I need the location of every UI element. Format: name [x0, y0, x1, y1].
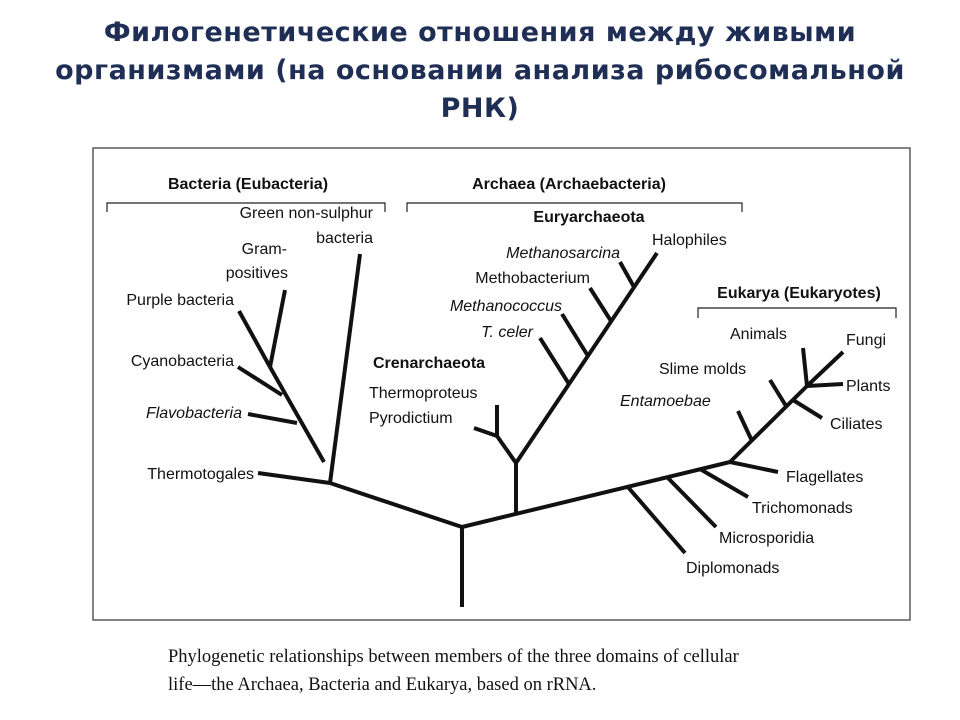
archaea-eukarya-branch	[461, 460, 731, 529]
branch-inner	[268, 366, 326, 463]
branch-entamoebae	[736, 410, 754, 442]
figure-caption: Phylogenetic relationships between membe…	[168, 643, 908, 699]
branch-gram-positives	[268, 289, 287, 368]
group-label-crenarchaeota: Crenarchaeota	[373, 355, 485, 372]
taxon-label: Cyanobacteria	[131, 353, 234, 370]
bacteria-main-branch	[329, 481, 463, 529]
branch-plants	[806, 382, 844, 388]
taxon-label: Fungi	[846, 332, 886, 349]
bacteria-stem	[328, 253, 362, 484]
branch-purple-bacteria	[237, 310, 272, 368]
taxon-label: Thermotogales	[147, 466, 254, 483]
slide-title: Филогенетические отношения между живыми …	[0, 14, 960, 128]
taxon-label: bacteria	[316, 230, 373, 247]
taxon-label: Animals	[730, 326, 787, 343]
branch-flavobacteria	[247, 412, 298, 425]
slide-title-line: организмами (на основании анализа рибосо…	[55, 55, 905, 86]
taxon-label: Diplomonads	[686, 560, 779, 577]
eukarya-bracket	[697, 307, 897, 318]
taxon-label: Entamoebae	[620, 393, 711, 410]
branch-animals	[801, 347, 809, 387]
taxon-label: Green non-sulphur	[240, 205, 374, 222]
taxon-label: Methanosarcina	[506, 245, 620, 262]
taxon-label: Thermoproteus	[369, 385, 478, 402]
branch-ciliates	[791, 398, 824, 420]
group-brackets	[106, 202, 897, 318]
branch-slime-molds	[768, 378, 788, 408]
group-label-bacteria: Bacteria (Eubacteria)	[168, 176, 328, 193]
figure-frame	[92, 147, 911, 621]
taxon-label: Flagellates	[786, 469, 863, 486]
branch-trichomonads	[698, 467, 750, 499]
euryarchaeota-stem	[514, 251, 659, 465]
branch-methanococcus	[560, 312, 590, 358]
taxon-label: Gram-	[242, 241, 287, 258]
branch-cyanobacteria	[236, 365, 284, 397]
caption-line: life—the Archaea, Bacteria and Eukarya, …	[168, 675, 597, 695]
archaea-bracket	[406, 202, 743, 212]
taxon-label: Flavobacteria	[146, 405, 242, 422]
taxon-label: Methanococcus	[450, 298, 562, 315]
branch-flagellates	[729, 460, 779, 474]
branch-diplomonads	[625, 484, 687, 555]
group-label-archaea: Archaea (Archaebacteria)	[472, 176, 666, 193]
caption-line: Phylogenetic relationships between membe…	[168, 647, 739, 667]
branch-t-celer	[538, 336, 571, 386]
eukarya-crown-stem	[728, 384, 809, 464]
taxon-label: Plants	[846, 378, 890, 395]
taxon-label: Trichomonads	[752, 500, 853, 517]
branch-methanosarcina	[618, 261, 636, 288]
branch-fungi	[805, 350, 845, 388]
slide-title-line: РНК)	[440, 93, 520, 124]
bacteria-bracket	[106, 202, 386, 212]
branch-pyrodictium	[473, 426, 498, 438]
taxon-label: Slime molds	[659, 361, 746, 378]
taxon-label: Pyrodictium	[369, 410, 453, 427]
taxon-label: Halophiles	[652, 232, 727, 249]
branch-microsporidia	[665, 475, 718, 529]
tree-branches	[236, 251, 845, 607]
taxon-label: Purple bacteria	[126, 292, 234, 309]
crenarchaeota-stem	[495, 434, 518, 465]
taxon-label: Microsporidia	[719, 530, 814, 547]
slide-title-line: Филогенетические отношения между живыми	[103, 17, 857, 48]
group-label-euryarchaeota: Euryarchaeota	[533, 209, 644, 226]
taxon-label: Ciliates	[830, 416, 882, 433]
group-label-eukarya: Eukarya (Eukaryotes)	[717, 285, 881, 302]
branch-thermotogales	[257, 471, 331, 485]
taxon-label: positives	[226, 265, 288, 282]
taxon-label: Methobacterium	[475, 270, 590, 287]
taxon-label: T. celer	[481, 324, 534, 341]
branch-methobacterium	[588, 286, 613, 323]
